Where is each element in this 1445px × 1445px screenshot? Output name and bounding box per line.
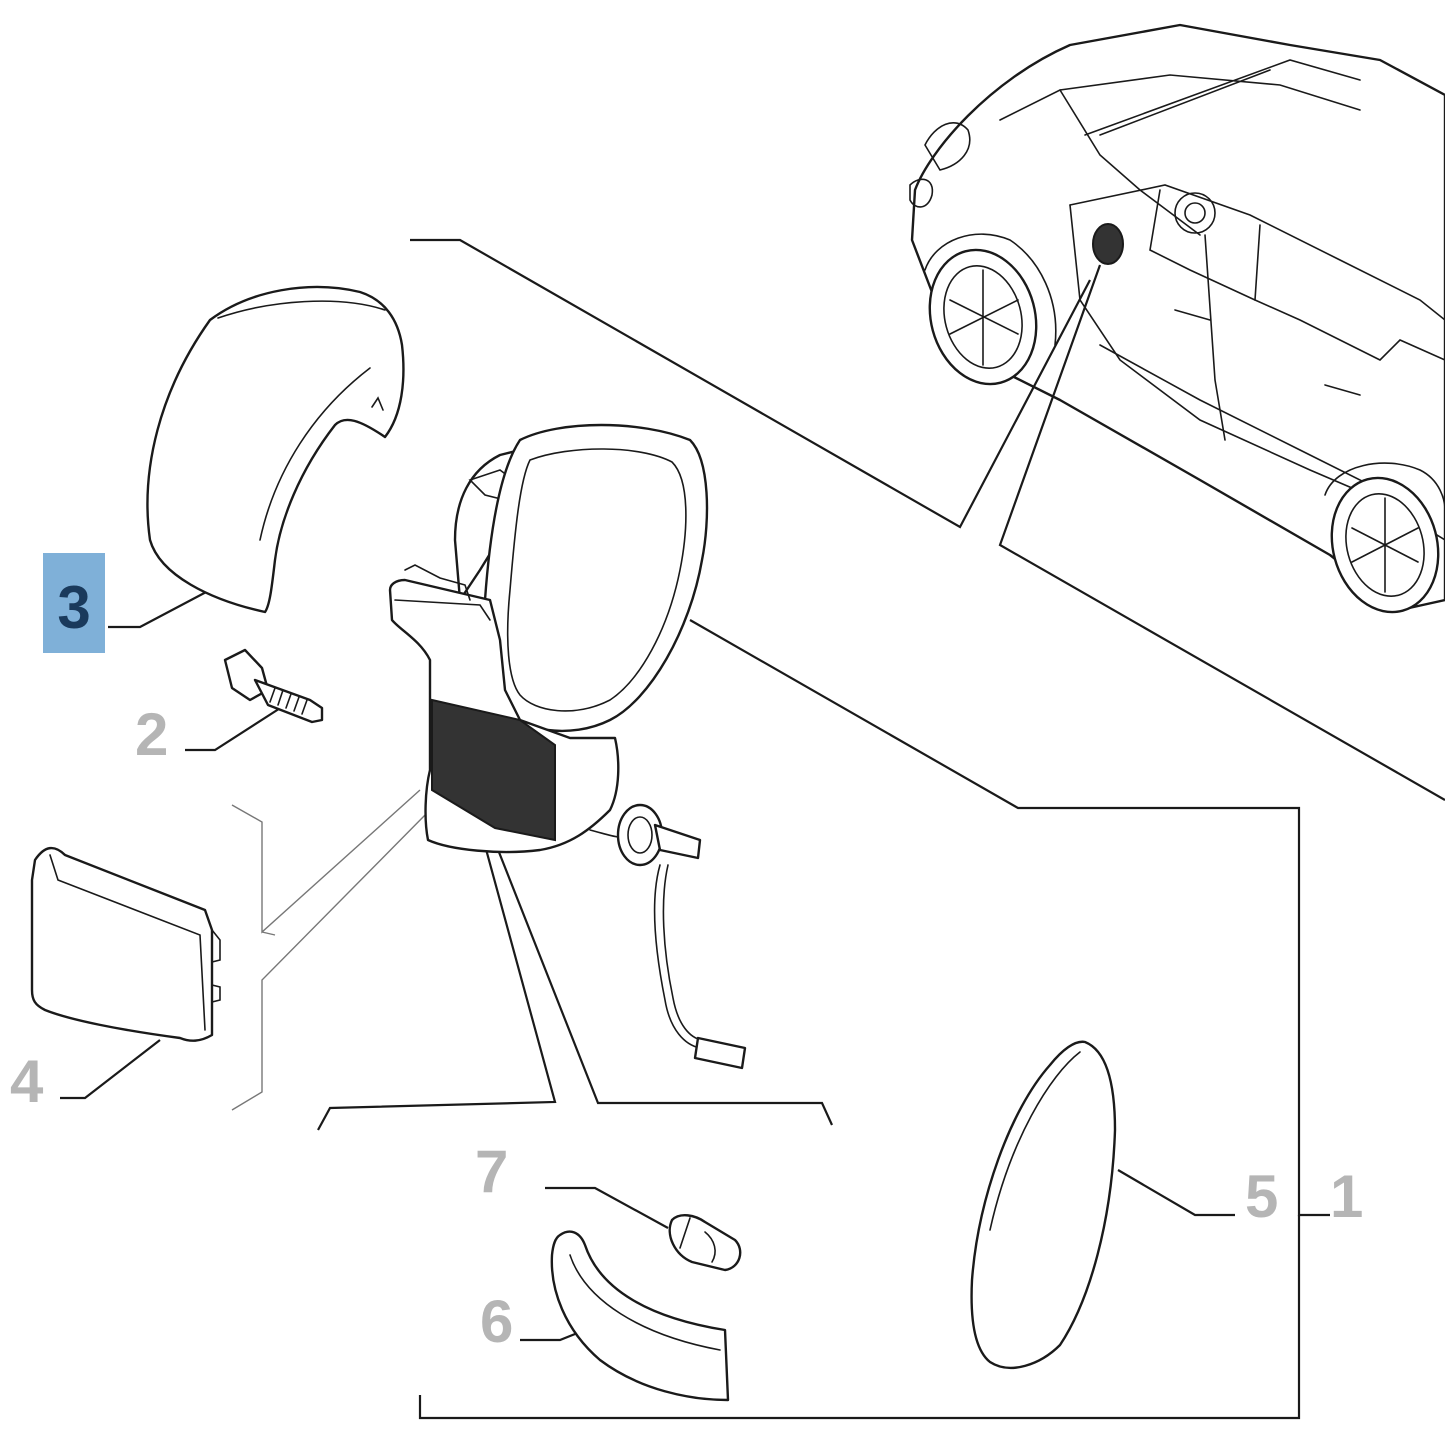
mirror-glass-part xyxy=(970,1040,1117,1370)
lower-cover-part xyxy=(30,846,221,1042)
bulb-part xyxy=(668,1214,742,1272)
mirror-cap-part xyxy=(146,285,405,614)
callout-7[interactable]: 7 xyxy=(475,1138,509,1205)
screw-part xyxy=(223,648,324,724)
callout-5[interactable]: 5 xyxy=(1245,1163,1279,1230)
turn-signal-lens-part xyxy=(550,1230,730,1402)
callout-3-highlighted[interactable]: 3 xyxy=(43,553,105,653)
callout-2[interactable]: 2 xyxy=(135,701,169,768)
mirror-assembly-part xyxy=(388,423,747,1070)
callout-1[interactable]: 1 xyxy=(1330,1163,1364,1230)
callout-4[interactable]: 4 xyxy=(10,1048,44,1115)
car-illustration xyxy=(909,23,1445,614)
callout-6[interactable]: 6 xyxy=(480,1288,514,1355)
